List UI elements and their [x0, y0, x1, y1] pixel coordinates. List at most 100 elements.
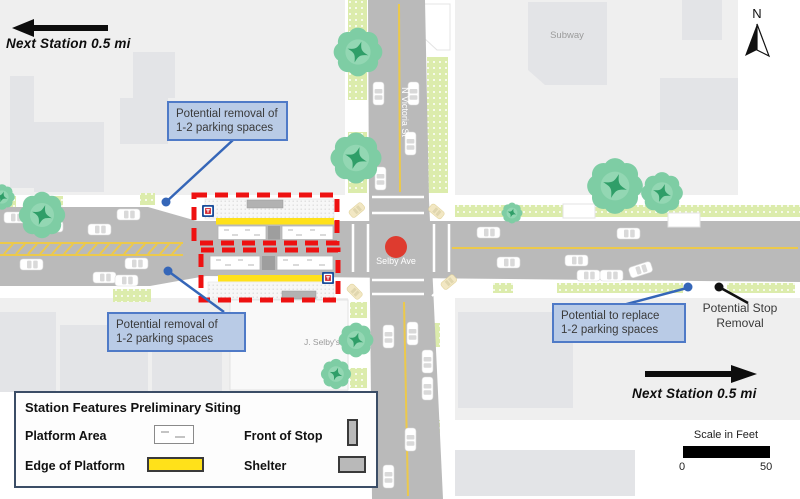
jselbys-label: J. Selby's	[304, 337, 340, 347]
car	[19, 258, 44, 271]
platform-area-symbols	[209, 255, 334, 271]
note-stop-removal: Potential Stop Removal	[676, 301, 800, 331]
car	[382, 324, 395, 349]
leader-dot	[683, 282, 693, 292]
car	[564, 254, 589, 267]
transit-stop-icon	[202, 205, 214, 217]
building	[120, 98, 168, 144]
building	[682, 0, 722, 40]
building	[10, 76, 34, 188]
arrow-left-icon	[12, 19, 108, 37]
north-arrow-icon: N	[745, 6, 771, 58]
tree	[320, 358, 352, 390]
building	[133, 52, 175, 98]
north-label: N	[752, 6, 761, 21]
swatch-mark	[161, 431, 169, 433]
car	[496, 256, 521, 269]
legend-panel: Station Features Preliminary Siting Plat…	[14, 391, 378, 488]
callout-line: 1-2 parking spaces	[176, 122, 274, 134]
car	[576, 269, 601, 282]
station-stop-marker	[385, 236, 407, 258]
car	[382, 464, 395, 489]
car	[116, 208, 141, 221]
green-strip	[350, 302, 367, 318]
siting-outlines	[191, 192, 341, 303]
building	[34, 122, 104, 192]
callout-line: Potential removal of	[176, 108, 278, 120]
tree	[18, 191, 66, 239]
legend-label-front-of-stop: Front of Stop	[244, 429, 323, 443]
building	[455, 450, 635, 496]
north-platform	[202, 198, 335, 240]
existing-stop-pad	[562, 203, 596, 219]
tree	[641, 172, 683, 214]
green-strip	[493, 283, 513, 293]
yellow-road-markings	[0, 3, 798, 497]
tree	[501, 202, 523, 224]
car	[404, 427, 417, 452]
car	[372, 81, 385, 106]
tree	[333, 27, 383, 77]
selby-ave-label: Selby Ave	[376, 256, 416, 266]
green-strip	[140, 193, 155, 205]
car	[616, 227, 641, 240]
south-platform	[207, 255, 335, 300]
victoria-st-label: N Victoria St	[400, 87, 410, 137]
front-of-stop-swatch	[347, 419, 358, 446]
callout-line: Potential removal of	[116, 319, 218, 331]
car	[87, 223, 112, 236]
subway-label: Subway	[550, 30, 584, 41]
next-station-left-label: Next Station 0.5 mi	[6, 36, 131, 51]
car	[476, 226, 501, 239]
edge-of-platform-swatch	[147, 457, 204, 472]
legend-title: Station Features Preliminary Siting	[25, 400, 241, 415]
callout-line: 1-2 parking spaces	[116, 333, 214, 345]
green-strip	[113, 289, 151, 302]
scale-bar-title: Scale in Feet	[693, 429, 759, 441]
tree	[587, 158, 643, 214]
tree	[338, 322, 374, 358]
legend-label-platform-area: Platform Area	[25, 429, 107, 443]
legend-label-shelter: Shelter	[244, 459, 287, 473]
legend-label-edge-of-platform: Edge of Platform	[25, 459, 126, 473]
tree	[330, 132, 382, 184]
existing-stop-pad	[667, 212, 701, 228]
next-station-right-label: Next Station 0.5 mi	[632, 386, 757, 401]
scale-start-label: 0	[679, 461, 686, 473]
car	[406, 321, 419, 346]
edge-of-platform	[218, 275, 334, 282]
shelter	[281, 290, 317, 300]
platform-area-symbols	[217, 225, 334, 240]
callout-replace-parking: Potential to replace 1-2 parking spaces	[552, 303, 686, 343]
note-line: Potential Stop	[702, 301, 778, 315]
scale-end-label: 50	[760, 461, 773, 473]
car	[114, 274, 139, 287]
car	[421, 349, 434, 374]
green-strip	[350, 368, 367, 388]
leader-dot	[714, 282, 724, 292]
leader-dot	[163, 266, 173, 276]
green-strip	[455, 205, 800, 217]
arrow-right-icon	[645, 365, 757, 383]
green-strip	[427, 57, 448, 193]
shelter	[246, 199, 284, 209]
callout-line: 1-2 parking spaces	[561, 324, 659, 336]
green-strip	[557, 283, 683, 293]
note-line: Removal	[716, 316, 764, 330]
north-siting-dashed-box	[191, 192, 340, 246]
callout-removal-south: Potential removal of 1-2 parking spaces	[107, 312, 246, 352]
transit-stop-icon	[322, 272, 334, 284]
green-strip	[727, 283, 795, 293]
building	[660, 78, 738, 130]
subway-building	[528, 2, 607, 85]
callout-removal-north: Potential removal of 1-2 parking spaces	[167, 101, 288, 141]
shelter-swatch	[338, 456, 366, 473]
callout-line: Potential to replace	[561, 310, 660, 322]
car	[599, 269, 624, 282]
south-siting-dashed-box	[198, 247, 341, 303]
building	[0, 312, 56, 392]
scale-bar	[683, 446, 770, 458]
platform-area-swatch	[154, 425, 194, 444]
